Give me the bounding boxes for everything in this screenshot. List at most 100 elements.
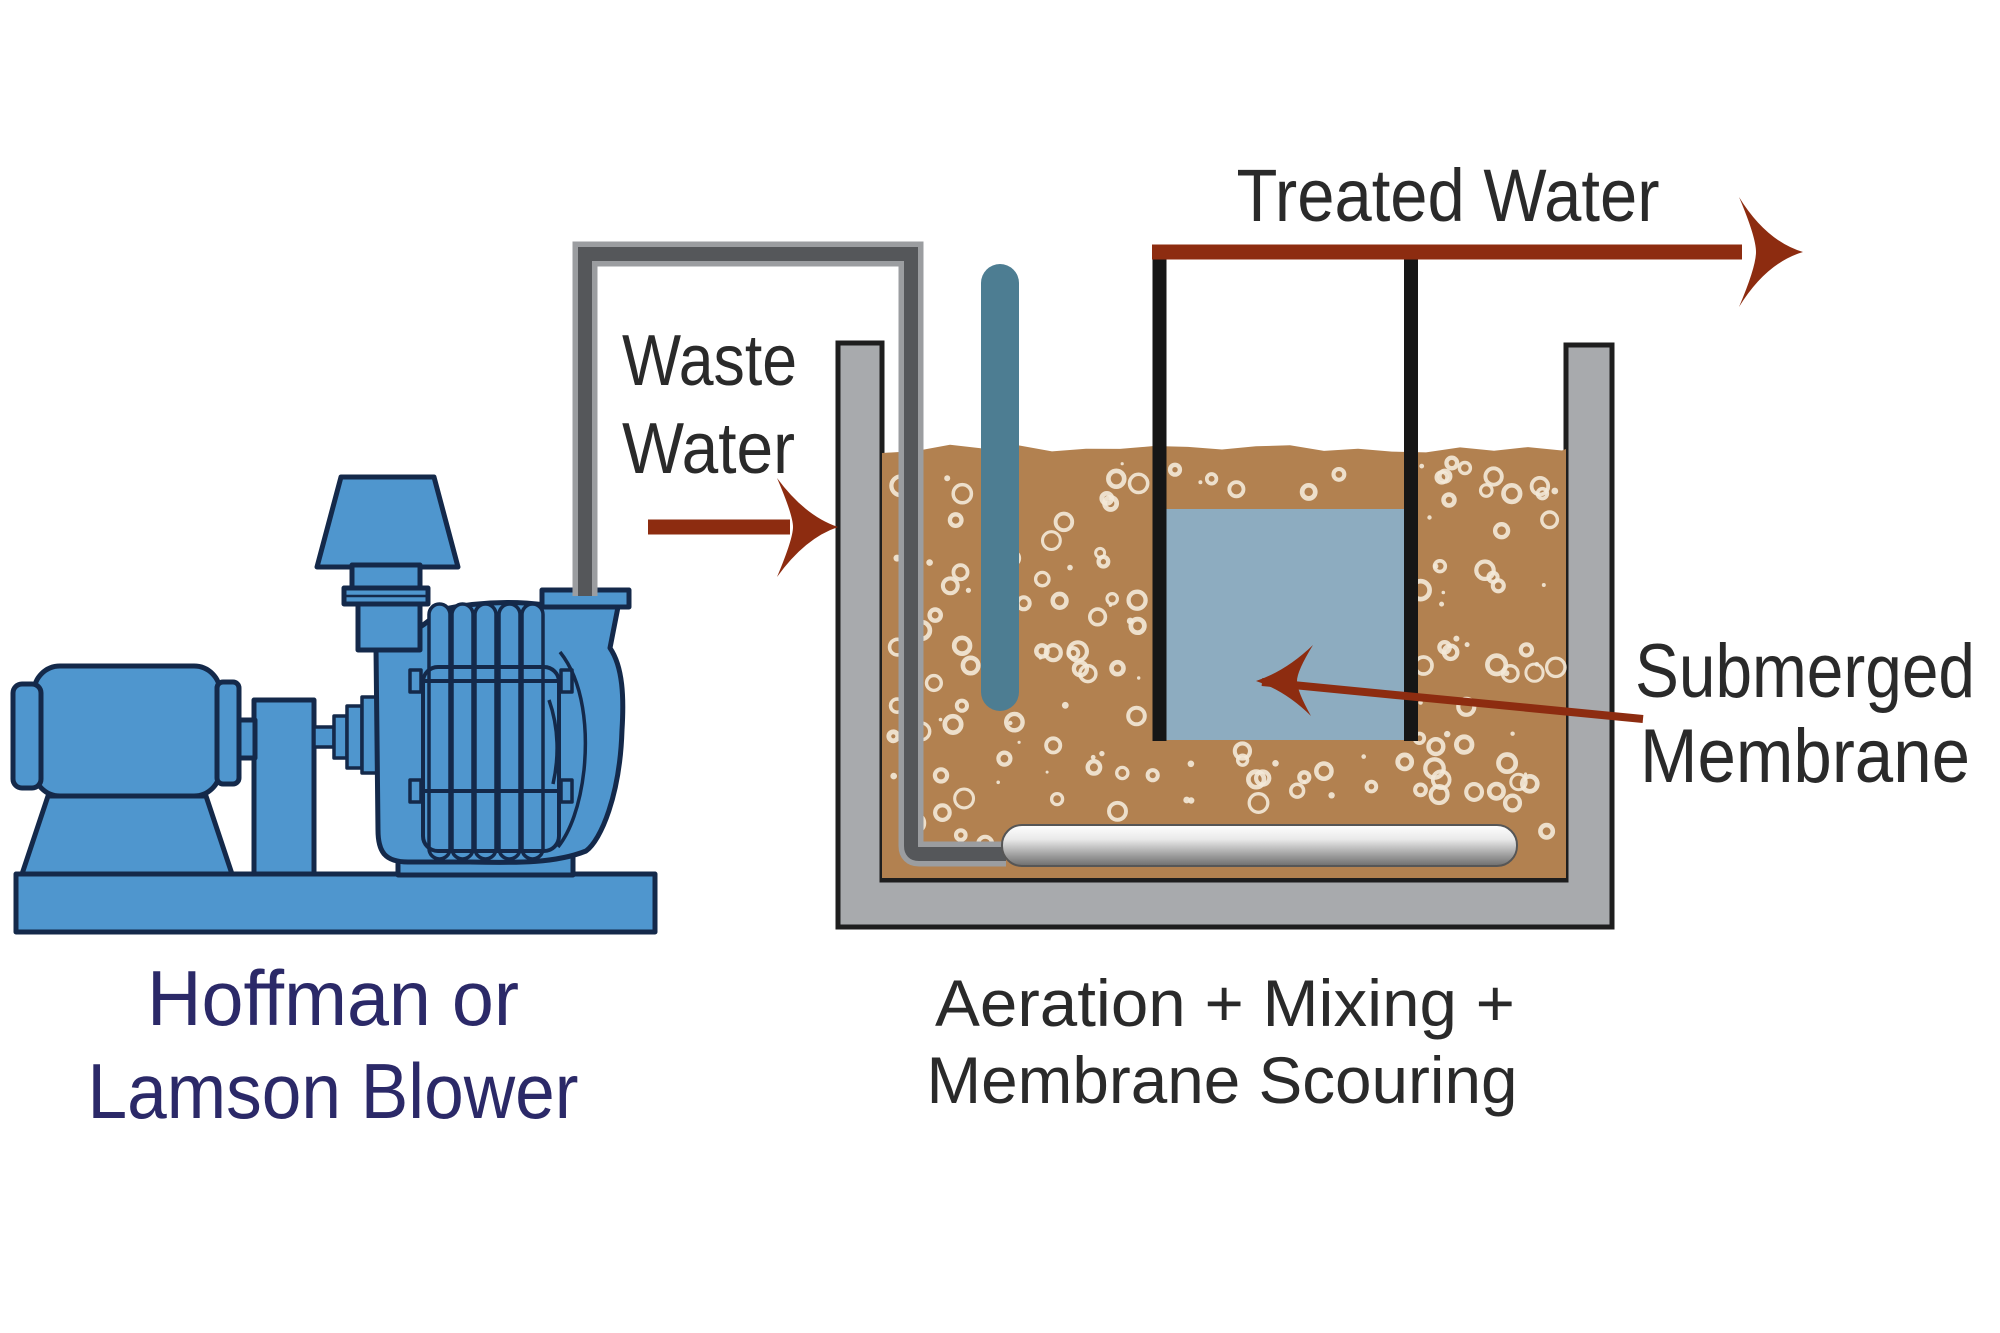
bubble xyxy=(1115,765,1130,781)
bubble xyxy=(1544,656,1567,679)
bubble xyxy=(1105,591,1119,606)
bubble xyxy=(1106,468,1127,490)
bubble xyxy=(1509,772,1528,792)
bearing-pedestal xyxy=(251,697,317,877)
bubble xyxy=(1444,455,1460,471)
bubble xyxy=(1437,468,1453,484)
bubble xyxy=(1004,711,1025,733)
bubble-speck xyxy=(1433,563,1439,569)
bubble xyxy=(1483,466,1504,487)
bubble xyxy=(927,607,944,623)
membrane-cassette xyxy=(1166,509,1404,740)
bubble-speck xyxy=(1061,701,1069,709)
blower-illustration xyxy=(10,474,658,935)
submerged-membrane-label-line1: Submerged xyxy=(1635,629,1975,714)
bubble xyxy=(1289,782,1306,799)
waste-water-label-line2: Water xyxy=(622,409,795,489)
rib-frame xyxy=(421,665,561,853)
bubble xyxy=(1034,643,1050,659)
bubble xyxy=(942,713,964,735)
blower-caption-line2: Lamson Blower xyxy=(88,1047,579,1135)
bubble-speck xyxy=(1187,760,1195,768)
bubble xyxy=(1496,752,1519,775)
bubble-speck xyxy=(1008,720,1013,726)
bubble-speck xyxy=(1427,515,1432,520)
bubble-speck xyxy=(1503,670,1510,677)
bubble xyxy=(1087,607,1108,627)
submerged-membrane-label-line2: Membrane xyxy=(1640,714,1970,799)
coupling-disc xyxy=(332,714,349,760)
waste-water-arrow xyxy=(648,478,838,577)
bubble xyxy=(1485,653,1509,677)
bubble xyxy=(1299,482,1318,501)
bubble-speck xyxy=(1453,635,1460,642)
scroll-curve xyxy=(547,699,559,785)
bubble xyxy=(1085,759,1103,776)
bubble-speck xyxy=(1439,601,1445,607)
bubble-speck xyxy=(1523,772,1528,776)
bubble-speck xyxy=(1419,463,1425,469)
bubble-speck xyxy=(926,559,933,566)
bubble-speck xyxy=(1464,642,1470,648)
bubble xyxy=(1486,570,1500,584)
bubble-speck xyxy=(1120,462,1124,466)
housing-rib xyxy=(473,602,498,861)
bubble xyxy=(933,803,952,822)
bubble xyxy=(1107,800,1128,822)
bubble-speck xyxy=(1510,731,1515,736)
scroll-curve xyxy=(556,650,588,849)
bubble xyxy=(1428,784,1450,806)
bubble xyxy=(1040,530,1062,552)
bubble xyxy=(1246,769,1267,790)
motor-drive-ring xyxy=(214,679,242,787)
bubble xyxy=(1232,741,1253,761)
aeration-sparger xyxy=(1001,824,1518,867)
tie-clamp xyxy=(559,668,574,694)
bubble xyxy=(1529,476,1551,497)
bubble-speck xyxy=(1441,590,1446,595)
bubble xyxy=(1540,510,1560,530)
bubble xyxy=(954,698,970,713)
bubble-speck xyxy=(1328,792,1335,799)
bubble xyxy=(940,576,960,596)
bubble xyxy=(1501,482,1523,505)
bubble xyxy=(1102,494,1120,512)
bubble xyxy=(1502,793,1523,813)
bubble xyxy=(1044,736,1063,755)
bubble xyxy=(1426,736,1446,757)
bubble xyxy=(960,655,981,676)
bubble xyxy=(1457,460,1473,476)
tie-clamp xyxy=(559,778,574,804)
bubble-speck xyxy=(1302,780,1307,784)
treated-water-pipe xyxy=(1152,197,1803,307)
bubble-speck xyxy=(1361,754,1366,759)
bubble xyxy=(1247,792,1270,814)
motor-pedestal xyxy=(19,793,235,877)
coupling-disc xyxy=(345,704,364,770)
bubble-speck xyxy=(1108,603,1113,607)
blower-caption-line1: Hoffman or xyxy=(147,954,519,1042)
housing-rib xyxy=(450,602,475,861)
bubble xyxy=(1441,492,1457,508)
bubble xyxy=(953,828,968,842)
bubble-speck xyxy=(1017,740,1021,744)
blower-base xyxy=(13,871,658,935)
bubble xyxy=(1078,663,1098,684)
bubble xyxy=(924,673,944,693)
bubble xyxy=(1453,734,1475,755)
bubble xyxy=(1524,662,1545,683)
bubble xyxy=(996,750,1013,767)
waste-water-label-line1: Waste xyxy=(622,321,797,401)
bubble-speck xyxy=(1045,770,1049,774)
membrane-annotation-leader xyxy=(1256,645,1644,723)
bubble xyxy=(1437,639,1452,655)
bubble-speck xyxy=(1541,583,1546,587)
bubble-speck xyxy=(1137,676,1141,680)
shaft-section xyxy=(312,725,336,749)
housing-rib xyxy=(427,602,452,861)
bubble-speck xyxy=(1099,750,1105,757)
treated-water-label: Treated Water xyxy=(1237,154,1660,237)
bubble-speck xyxy=(1444,730,1451,738)
bubble xyxy=(932,767,950,784)
